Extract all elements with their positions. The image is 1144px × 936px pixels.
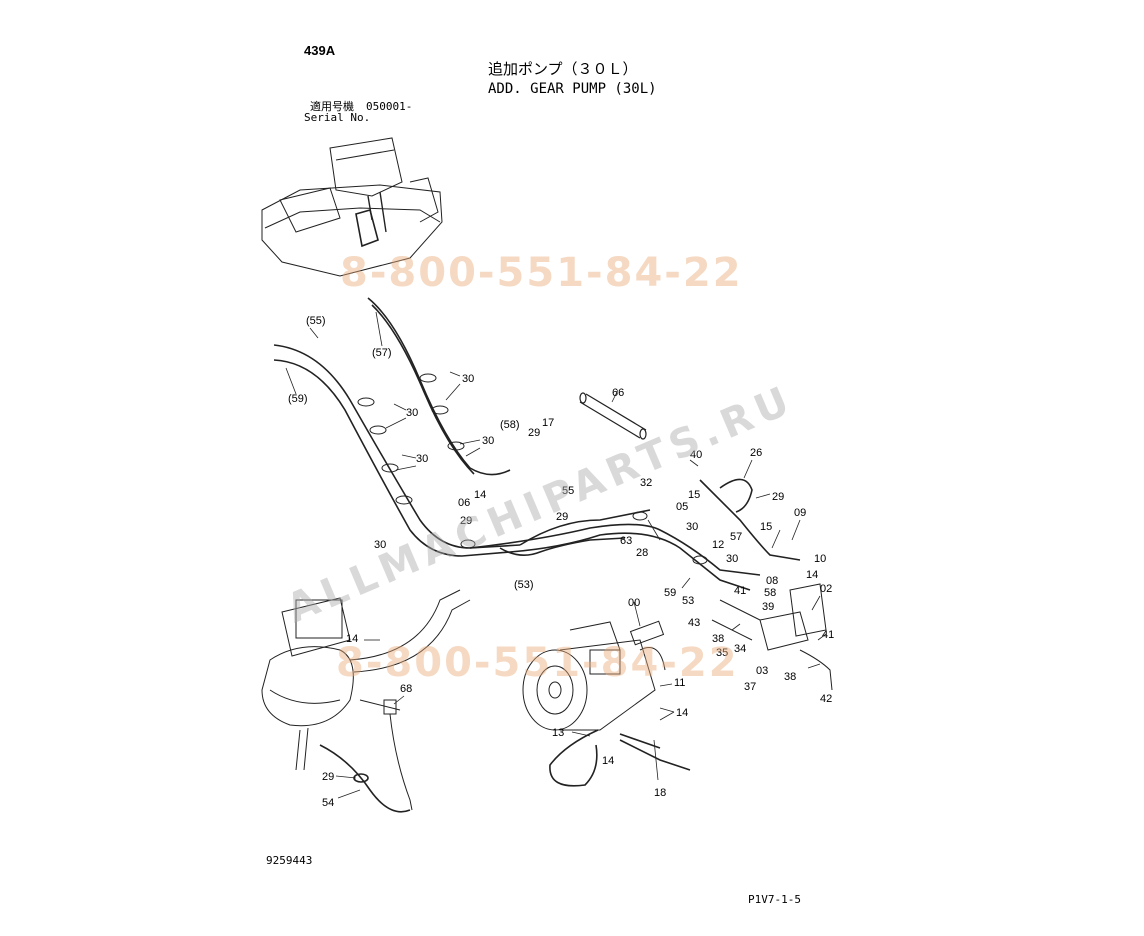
callout-label: 30	[374, 539, 386, 551]
callout-label: 29	[772, 491, 784, 503]
callout-label: 68	[400, 683, 412, 695]
main-pump	[522, 620, 666, 731]
callout-label: 30	[686, 521, 698, 533]
callout-label: 32	[640, 477, 652, 489]
callout-label: 63	[620, 535, 632, 547]
diagram-code: 439A	[304, 43, 336, 58]
leader-lines	[285, 311, 827, 799]
watermark-phone-top: 8-800-551-84-22	[340, 250, 743, 296]
callout-label: 37	[744, 681, 756, 693]
callout-label: 02	[820, 583, 832, 595]
drawing-number: 9259443	[266, 854, 313, 867]
callout-label: 14	[602, 755, 614, 767]
callout-label: 13	[552, 727, 564, 739]
callout-label: 14	[346, 633, 358, 645]
callout-label: 53	[682, 595, 694, 607]
pipe-66	[579, 392, 647, 440]
callout-label: 30	[482, 435, 494, 447]
callout-label: 43	[688, 617, 700, 629]
callout-label: 03	[756, 665, 768, 677]
swing-motor	[261, 589, 471, 771]
serial-label-japanese: 適用号機	[310, 100, 354, 113]
callout-label: 38	[712, 633, 724, 645]
callout-label: 12	[712, 539, 724, 551]
callout-label: 18	[654, 787, 666, 799]
callout-label: (53)	[514, 579, 534, 591]
callout-label: 57	[730, 531, 742, 543]
lower-hoses	[549, 729, 691, 787]
callout-label: 26	[750, 447, 762, 459]
page-code: P1V7-1-5	[748, 893, 801, 906]
callout-label: 41	[734, 585, 746, 597]
callout-label: 15	[760, 521, 772, 533]
callout-label: 58	[764, 587, 776, 599]
callout-label: 39	[762, 601, 774, 613]
callout-label: 35	[716, 647, 728, 659]
callout-label: 29	[322, 771, 334, 783]
callout-label: 11	[674, 677, 685, 689]
callout-label: 14	[676, 707, 688, 719]
callout-label: 15	[688, 489, 700, 501]
callout-label: 30	[462, 373, 474, 385]
callout-label: 54	[322, 797, 334, 809]
title-english: ADD. GEAR PUMP (30L)	[488, 81, 657, 97]
callout-label: 42	[820, 693, 832, 705]
callout-label: 09	[794, 507, 806, 519]
callout-label: (59)	[288, 393, 308, 405]
callout-label: 55	[562, 485, 574, 497]
callout-labels: (55) (59) (57) 30 30 30 30 30 30 30 66 (…	[288, 315, 834, 809]
callout-label: (55)	[306, 315, 326, 327]
callout-label: 14	[806, 569, 818, 581]
hose-routing	[273, 297, 801, 591]
callout-label: 29	[528, 427, 540, 439]
serial-label-english: Serial No.	[304, 111, 371, 124]
callout-label: 08	[766, 575, 778, 587]
callout-label: 59	[664, 587, 676, 599]
serial-value: 050001-	[366, 100, 413, 113]
callout-label: 06	[458, 497, 470, 509]
callout-label: 41	[822, 629, 834, 641]
callout-label: 14	[474, 489, 486, 501]
callout-label: 30	[416, 453, 428, 465]
watermark-phone-bottom: 8-800-551-84-22	[336, 640, 739, 686]
callout-label: 34	[734, 643, 746, 655]
callout-label: 30	[726, 553, 738, 565]
callout-label: 29	[556, 511, 568, 523]
callout-label: 10	[814, 553, 826, 565]
hose-clamps	[357, 373, 708, 565]
callout-label: 30	[406, 407, 418, 419]
callout-label: (57)	[372, 347, 392, 359]
callout-label: 17	[542, 417, 554, 429]
callout-label: 05	[676, 501, 688, 513]
callout-label: 28	[636, 547, 648, 559]
title-japanese: 追加ポンプ（３０Ｌ）	[488, 60, 638, 78]
callout-label: 66	[612, 387, 624, 399]
callout-label: 00	[628, 597, 640, 609]
fitting-68	[383, 699, 413, 811]
callout-label: 29	[460, 515, 472, 527]
callout-label: 38	[784, 671, 796, 683]
callout-label: (58)	[500, 419, 520, 431]
callout-label: 40	[690, 449, 702, 461]
machine-overview	[261, 137, 443, 277]
